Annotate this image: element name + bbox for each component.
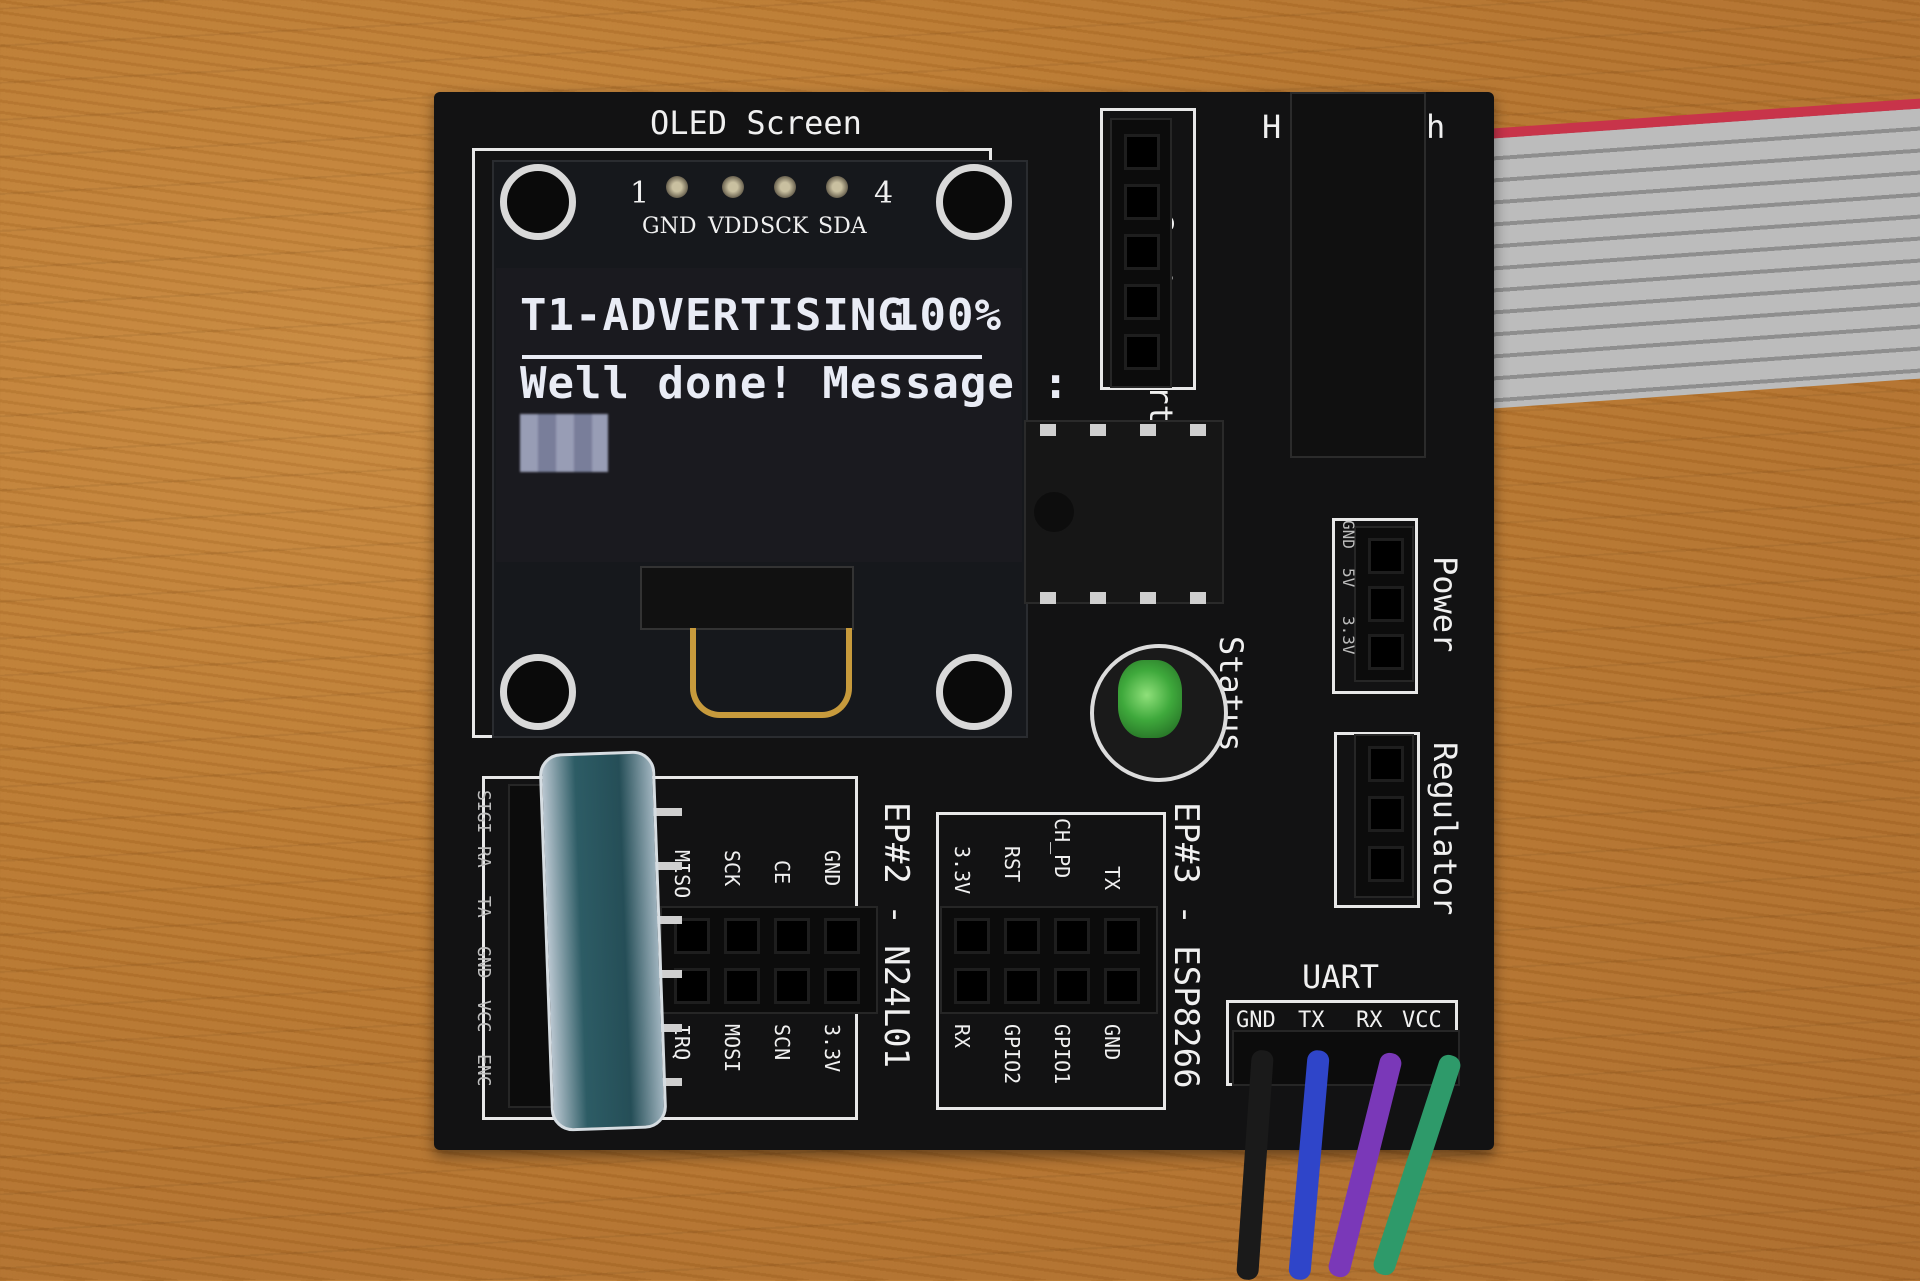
regulator-frame	[1334, 732, 1420, 908]
oled-pin-label-sda: SDA	[818, 214, 867, 239]
ep3-pin-rx: RX	[950, 1024, 974, 1049]
oled-pin-label-vdd: VDD	[708, 214, 760, 239]
power-pin-gnd: GND	[1339, 520, 1358, 549]
ep2-pin-mosi: MOSI	[720, 1024, 744, 1073]
oled-pin-sck	[774, 176, 796, 198]
uart-label: UART	[1302, 958, 1380, 996]
oled-screen-label: OLED Screen	[650, 104, 862, 142]
oled-flex-connector	[640, 566, 854, 630]
left-pin-vcc: VCC	[473, 1000, 494, 1033]
ep3-label: EP#3 - ESP8266	[1166, 802, 1206, 1089]
header-partial-label-right: h	[1426, 108, 1446, 146]
oled-pin-4-number: 4	[874, 176, 894, 211]
ep3-frame	[936, 812, 1166, 1110]
left-pin-gnd: GND	[473, 946, 494, 979]
ep3-pin-tx: TX	[1100, 866, 1124, 891]
ribbon-connector	[1290, 92, 1426, 458]
ep2-pin-ce: CE	[770, 860, 794, 885]
uart-pin-gnd: GND	[1236, 1008, 1276, 1033]
uart-pin-tx: TX	[1298, 1008, 1325, 1033]
ep2-label: EP#2 - N24L01	[876, 802, 916, 1069]
mount-hole-bottom-right	[936, 654, 1012, 730]
dip-ic	[1024, 420, 1224, 604]
custom-port-header	[1110, 118, 1172, 388]
oled-pin-label-gnd: GND	[642, 214, 697, 239]
mount-hole-top-right	[936, 164, 1012, 240]
left-pin-ra: RA	[473, 846, 494, 868]
ep3-pin-3v3: 3.3V	[950, 846, 974, 895]
ep2-pin-gnd: GND	[820, 850, 844, 887]
ep3-pin-chpd: CH_PD	[1050, 818, 1074, 879]
oled-line1-percent: 100%	[892, 290, 1002, 341]
rf-module	[538, 750, 668, 1132]
ep2-pin-scn: SCN	[770, 1024, 794, 1061]
oled-pin-label-sck: SCK	[760, 214, 809, 239]
oled-blurred-text	[520, 414, 608, 472]
status-led	[1118, 660, 1182, 738]
oled-divider	[522, 355, 982, 359]
left-pin-ta: TA	[473, 896, 494, 918]
power-label: Power	[1426, 556, 1464, 653]
uart-pin-vcc: VCC	[1402, 1008, 1442, 1033]
ep2-pin-3v3: 3.3V	[820, 1024, 844, 1073]
left-pin-sigi: SIGI	[473, 790, 494, 834]
regulator-label: Regulator	[1426, 742, 1464, 916]
uart-pin-rx: RX	[1356, 1008, 1383, 1033]
header-partial-label: H	[1262, 108, 1282, 146]
ep2-header	[660, 906, 878, 1014]
power-header	[1354, 526, 1414, 682]
ep2-pin-miso: MISO	[670, 850, 694, 899]
regulator-socket	[1354, 734, 1414, 898]
oled-pin-gnd	[666, 176, 688, 198]
oled-line2-message: Well done! Message :	[520, 358, 1070, 409]
ep3-pin-gpio2: GPIO2	[1000, 1024, 1024, 1085]
oled-line1-title: T1-ADVERTISING	[520, 290, 905, 341]
oled-pin-sda	[826, 176, 848, 198]
mount-hole-bottom-left	[500, 654, 576, 730]
power-pin-5v: 5V	[1339, 568, 1358, 588]
ep3-header	[940, 906, 1158, 1014]
ep2-pin-sck: SCK	[720, 850, 744, 887]
power-frame	[1332, 518, 1418, 694]
oled-flex-cable	[690, 628, 852, 718]
oled-pin-vdd	[722, 176, 744, 198]
mount-hole-top-left	[500, 164, 576, 240]
left-pin-enc: ENC	[473, 1054, 494, 1087]
ep3-pin-gnd: GND	[1100, 1024, 1124, 1061]
custom-port-frame	[1100, 108, 1196, 390]
ep3-pin-gpio1: GPIO1	[1050, 1024, 1074, 1085]
ep3-pin-rst: RST	[1000, 846, 1024, 883]
power-pin-3v3: 3.3V	[1339, 616, 1358, 655]
oled-pin-1-number: 1	[630, 176, 650, 211]
